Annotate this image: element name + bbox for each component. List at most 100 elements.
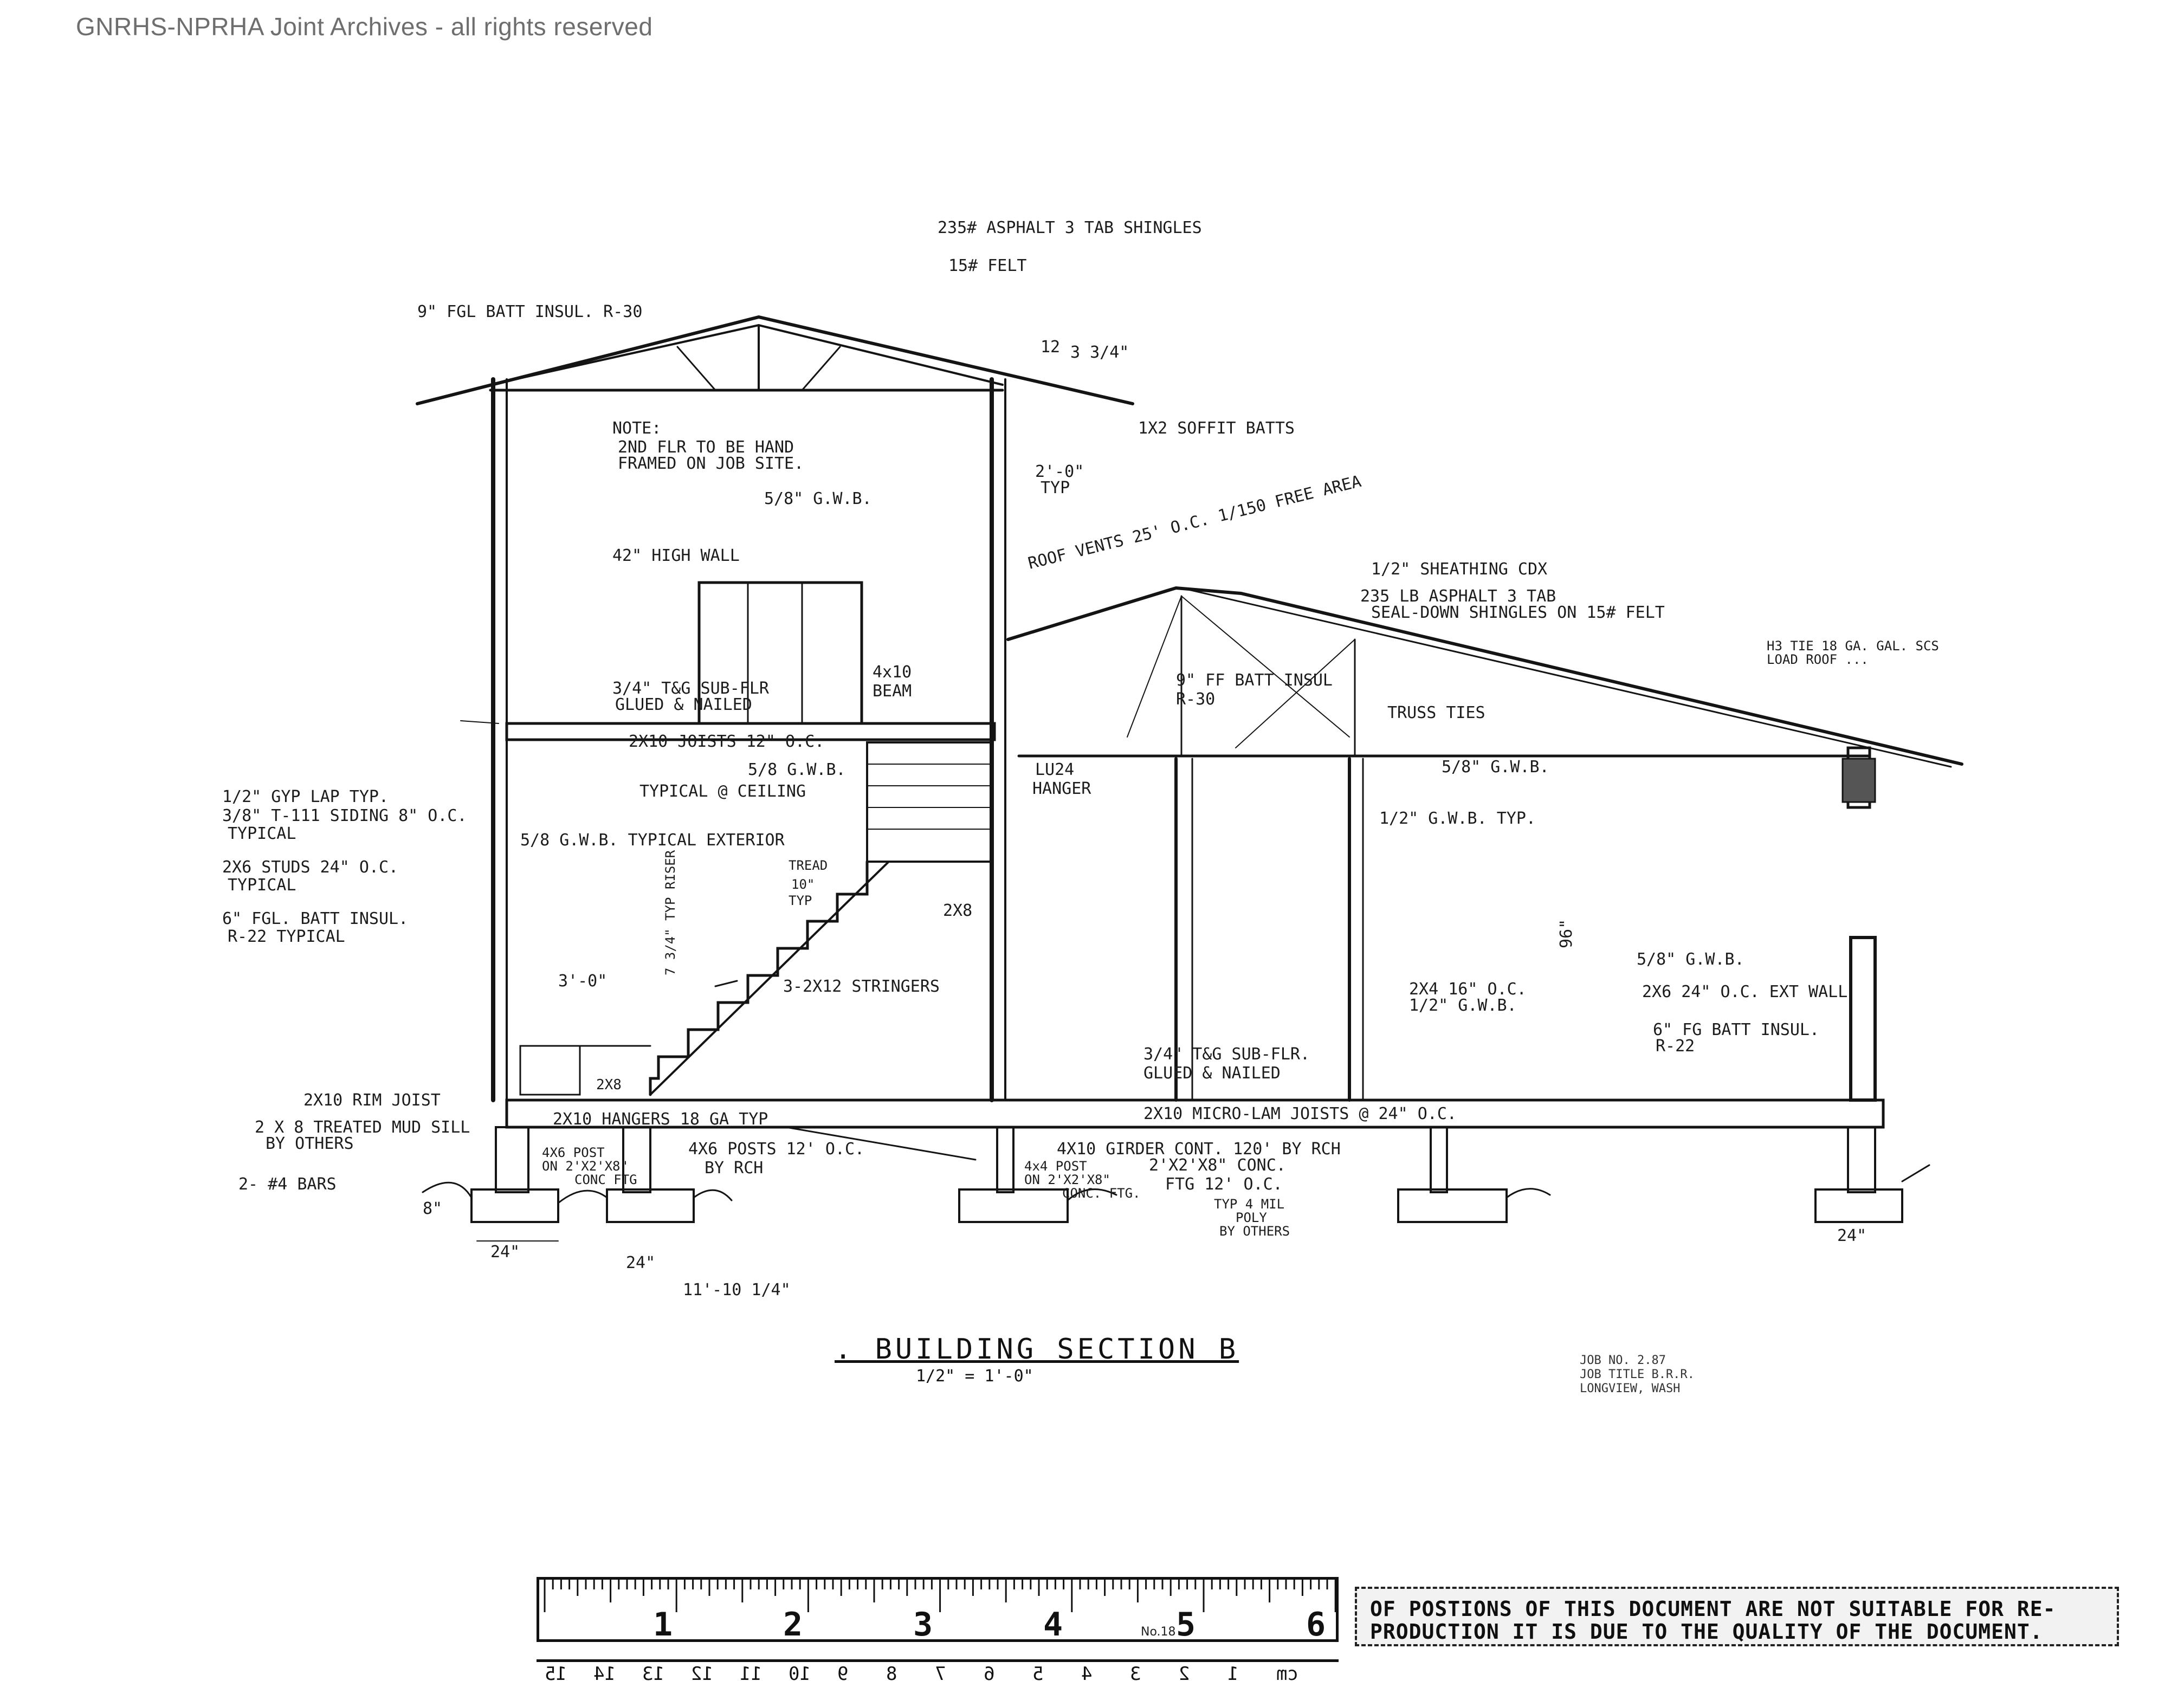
note-studs: 2X6 STUDS 24" O.C. bbox=[222, 858, 398, 877]
note-high-wall: 42" HIGH WALL bbox=[612, 546, 740, 565]
note-posts-a3: CONC FTG bbox=[574, 1172, 637, 1187]
note-ext-wall: 2X6 24" O.C. EXT WALL bbox=[1642, 982, 1847, 1001]
note-bars: 2- #4 BARS bbox=[238, 1175, 337, 1194]
title-block-job-no: JOB NO. 2.87 bbox=[1580, 1354, 1666, 1367]
ruler-inch-2: 2 bbox=[783, 1606, 803, 1644]
note-batt-r22-2: R-22 TYPICAL bbox=[228, 927, 345, 946]
dim-8: 8" bbox=[423, 1199, 442, 1218]
note-sheathing: 1/2" SHEATHING CDX bbox=[1371, 560, 1547, 579]
note-posts-a1: 4X6 POST bbox=[542, 1145, 605, 1160]
title-block-location: LONGVIEW, WASH bbox=[1580, 1382, 1681, 1395]
footing-1 bbox=[470, 1188, 559, 1223]
dim-span: 11'-10 1/4" bbox=[683, 1281, 791, 1299]
footing-3 bbox=[958, 1188, 1069, 1223]
cm-label: 5 bbox=[1032, 1663, 1044, 1681]
title-block: JOB NO. 2.87 JOB TITLE B.R.R. LONGVIEW, … bbox=[1580, 1354, 1695, 1396]
cm-label: 11 bbox=[740, 1663, 762, 1681]
cm-label: 12 bbox=[691, 1663, 713, 1681]
note-tread3: TYP bbox=[789, 893, 812, 908]
note-gwb-ext: 5/8 G.W.B. TYPICAL EXTERIOR bbox=[520, 831, 785, 850]
note-batt-r22-right2: R-22 bbox=[1656, 1037, 1695, 1056]
note-subflr-upper2: GLUED & NAILED bbox=[615, 695, 752, 714]
note-line1: 2ND FLR TO BE HAND bbox=[618, 438, 794, 457]
note-2x8-low: 2X8 bbox=[596, 1077, 622, 1093]
note-subflr-upper1: 3/4" T&G SUB-FLR bbox=[612, 679, 770, 698]
note-truss-ties: TRUSS TIES bbox=[1387, 703, 1485, 722]
note-head: NOTE: bbox=[612, 419, 661, 438]
dim-right24: 24" bbox=[1837, 1226, 1866, 1245]
cm-label: 3 bbox=[1130, 1663, 1141, 1681]
note-batt-r22-1: 6" FGL. BATT INSUL. bbox=[222, 909, 408, 928]
note-gwb-ceiling2: TYPICAL @ CEILING bbox=[639, 782, 806, 801]
ruler-inch-6: 6 bbox=[1306, 1606, 1326, 1644]
footing-5 bbox=[1814, 1188, 1903, 1223]
note-batt-r30-low1: 9" FF BATT INSUL bbox=[1176, 671, 1333, 690]
ruler-maker: No.18 bbox=[1141, 1625, 1176, 1639]
note-shingles-low: SEAL-DOWN SHINGLES ON 15# FELT bbox=[1371, 603, 1665, 622]
note-riser: 7 3/4" TYP RISER bbox=[663, 850, 678, 975]
note-pitch-val: 3 3/4" bbox=[1070, 343, 1129, 362]
note-batt-r30-top: 9" FGL BATT INSUL. R-30 bbox=[417, 302, 642, 321]
notice-line-2: PRODUCTION IT IS DUE TO THE QUALITY OF T… bbox=[1370, 1620, 2043, 1644]
footing-2 bbox=[606, 1188, 695, 1223]
note-treated-sill1: 2 X 8 TREATED MUD SILL bbox=[255, 1118, 470, 1137]
note-hanger2: HANGER bbox=[1032, 779, 1091, 798]
footing-4 bbox=[1397, 1188, 1508, 1223]
cm-label: 7 bbox=[935, 1663, 946, 1681]
note-batt-r30-low2: R-30 bbox=[1176, 690, 1215, 709]
note-siding: 3/8" T-111 SIDING 8" O.C. bbox=[222, 806, 467, 825]
note-subflr-low2: GLUED & NAILED bbox=[1143, 1064, 1281, 1083]
note-2x8: 2X8 bbox=[943, 901, 972, 920]
note-post-c2: ON 2'X2'X8" bbox=[1024, 1172, 1110, 1187]
note-post-c1: 4x4 POST bbox=[1024, 1159, 1087, 1174]
reproduction-notice: OF POSTIONS OF THIS DOCUMENT ARE NOT SUI… bbox=[1355, 1587, 2119, 1646]
note-conc-ftg2: FTG 12' O.C. bbox=[1165, 1175, 1283, 1194]
drawing-scale: 1/2" = 1'-0" bbox=[916, 1367, 1033, 1386]
note-poly1: TYP 4 MIL bbox=[1214, 1197, 1284, 1212]
note-tread2: 10" bbox=[791, 877, 815, 892]
cm-label: 6 bbox=[984, 1663, 995, 1681]
notice-line-1: OF POSTIONS OF THIS DOCUMENT ARE NOT SUI… bbox=[1370, 1597, 2056, 1621]
cm-label: 4 bbox=[1081, 1663, 1093, 1681]
note-poly3: BY OTHERS bbox=[1219, 1224, 1290, 1239]
note-rim-joist: 2X10 RIM JOIST bbox=[303, 1091, 441, 1110]
cm-label: 9 bbox=[837, 1663, 849, 1681]
note-siding-typ: TYPICAL bbox=[228, 824, 296, 843]
note-studs-typ: TYPICAL bbox=[228, 876, 296, 895]
archive-watermark: GNRHS-NPRHA Joint Archives - all rights … bbox=[76, 12, 653, 41]
note-micro-lam: 2X10 MICRO-LAM JOISTS @ 24" O.C. bbox=[1143, 1104, 1457, 1123]
note-96: 96" bbox=[1557, 919, 1576, 948]
drawing-title: . BUILDING SECTION B bbox=[835, 1333, 1239, 1366]
ruler-ticks bbox=[544, 1580, 1336, 1612]
note-gwb-upper: 5/8" G.W.B. bbox=[764, 489, 872, 508]
lower-roof-line bbox=[1006, 586, 1963, 766]
note-typ: TYP bbox=[1041, 479, 1070, 497]
note-hanger: LU24 bbox=[1035, 760, 1074, 779]
note-gwb-half: 1/2" G.W.B. TYP. bbox=[1379, 809, 1536, 828]
note-gyp-lap: 1/2" GYP LAP TYP. bbox=[222, 787, 389, 806]
note-line2: FRAMED ON JOB SITE. bbox=[618, 454, 804, 473]
note-tread1: TREAD bbox=[789, 858, 828, 873]
note-poly2: POLY bbox=[1236, 1210, 1267, 1225]
note-three-ft: 3'-0" bbox=[558, 972, 607, 991]
ruler-inch-4: 4 bbox=[1043, 1606, 1063, 1644]
cm-label: cm bbox=[1276, 1663, 1298, 1681]
note-int-wall2: 1/2" G.W.B. bbox=[1409, 996, 1517, 1015]
note-conc-ftg1: 2'X2'X8" CONC. bbox=[1149, 1156, 1286, 1175]
note-beam1: 4x10 bbox=[873, 663, 912, 682]
cm-label: 1 bbox=[1227, 1663, 1239, 1681]
note-hangers-low: 2X10 HANGERS 18 GA TYP bbox=[553, 1110, 768, 1129]
note-stringers: 3-2X12 STRINGERS bbox=[783, 977, 940, 996]
note-two-ft: 2'-0" bbox=[1035, 462, 1084, 481]
note-asphalt-low: 235 LB ASPHALT 3 TAB bbox=[1360, 587, 1556, 606]
note-posts-a2: ON 2'X2'X8" bbox=[542, 1159, 628, 1174]
note-soffit: 1X2 SOFFIT BATTS bbox=[1138, 419, 1295, 438]
note-subflr-low1: 3/4" T&G SUB-FLR. bbox=[1143, 1045, 1310, 1064]
cm-label: 10 bbox=[789, 1663, 811, 1681]
inch-ruler: 1 2 3 4 5 6 No.18 bbox=[537, 1577, 1339, 1644]
cm-label: 14 bbox=[593, 1663, 616, 1681]
note-treated-sill2: BY OTHERS bbox=[266, 1134, 354, 1153]
note-h3-tie2: LOAD ROOF ... bbox=[1767, 652, 1869, 667]
note-girder: 4X10 GIRDER CONT. 120' BY RCH bbox=[1057, 1140, 1341, 1159]
